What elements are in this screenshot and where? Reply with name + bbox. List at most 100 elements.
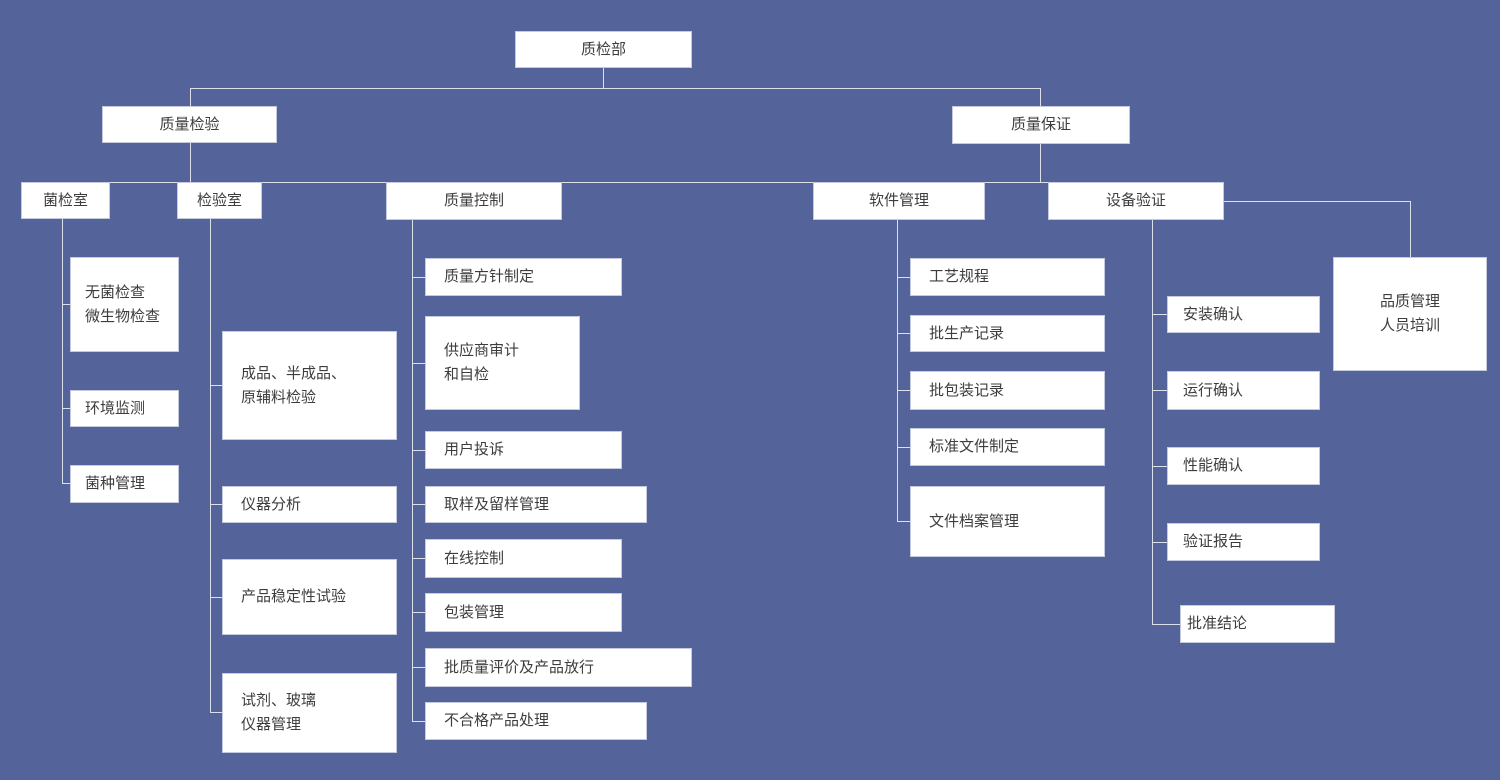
connector-stub <box>412 363 425 364</box>
node-label: 标准文件制定 <box>929 438 1020 455</box>
connector-stub <box>1152 390 1167 391</box>
connector-stub <box>897 390 910 391</box>
node-supplier-audit-self-check: 供应商审计 和自检 <box>425 316 580 410</box>
node-product-stability-test: 产品稳定性试验 <box>222 559 397 635</box>
node-label: 品质管理 人员培训 <box>1379 293 1440 334</box>
connector-stub <box>897 333 910 334</box>
connector-stub <box>412 558 425 559</box>
connector-stub <box>897 521 910 522</box>
node-finished-semi-raw-inspection: 成品、半成品、 原辅料检验 <box>222 331 397 440</box>
connector-stub <box>210 597 222 598</box>
connector-software-spine <box>897 220 898 521</box>
node-label: 批包装记录 <box>929 381 1005 399</box>
connector-training-drop <box>1410 201 1411 257</box>
node-label: 菌种管理 <box>85 475 146 492</box>
node-operation-qualification: 运行确认 <box>1167 371 1320 410</box>
connector-stub <box>412 612 425 613</box>
connector-bacteria-spine <box>62 219 63 484</box>
connector-stub <box>210 712 222 713</box>
connector-quality-testing-down <box>190 143 191 182</box>
node-label: 供应商审计 和自检 <box>444 342 520 383</box>
connector-stub <box>412 504 425 505</box>
node-customer-complaints: 用户投诉 <box>425 431 622 469</box>
node-batch-packaging-records: 批包装记录 <box>910 371 1105 410</box>
connector-stub <box>1152 466 1167 467</box>
node-label: 运行确认 <box>1183 381 1244 399</box>
node-equipment-validation: 设备验证 <box>1048 182 1224 220</box>
node-label: 软件管理 <box>868 192 929 209</box>
node-inspection-room: 检验室 <box>177 182 262 219</box>
node-quality-staff-training: 品质管理 人员培训 <box>1333 257 1487 371</box>
connector-drop-quality-assurance <box>1040 88 1041 106</box>
node-strain-management: 菌种管理 <box>70 465 179 503</box>
node-quality-testing: 质量检验 <box>102 106 277 143</box>
node-label: 在线控制 <box>444 549 505 567</box>
node-label: 用户投诉 <box>444 441 505 458</box>
connector-inspection-spine <box>210 219 211 712</box>
node-quality-inspection-dept: 质检部 <box>515 31 692 68</box>
connector-stub <box>210 504 222 505</box>
connector-equipment-right <box>1224 201 1410 202</box>
node-environment-monitoring: 环境监测 <box>70 390 179 427</box>
connector-quality-assurance-down <box>1040 144 1041 182</box>
node-label: 文件档案管理 <box>929 512 1020 530</box>
node-label: 产品稳定性试验 <box>241 588 347 605</box>
node-label: 批生产记录 <box>929 324 1005 342</box>
node-label: 菌检室 <box>42 191 88 209</box>
node-label: 批准结论 <box>1187 615 1248 632</box>
node-standard-document-creation: 标准文件制定 <box>910 428 1105 466</box>
node-batch-evaluation-release: 批质量评价及产品放行 <box>425 648 692 687</box>
node-label: 性能确认 <box>1183 457 1244 474</box>
node-label: 取样及留样管理 <box>444 495 550 513</box>
node-sampling-retention-management: 取样及留样管理 <box>425 486 647 523</box>
node-validation-report: 验证报告 <box>1167 523 1320 561</box>
node-instrument-analysis: 仪器分析 <box>222 486 397 523</box>
node-label: 质量检验 <box>159 115 220 133</box>
node-sterile-microbe-check: 无菌检查 微生物检查 <box>70 257 179 352</box>
connector-stub <box>1152 542 1167 543</box>
node-performance-qualification: 性能确认 <box>1167 447 1320 485</box>
node-label: 工艺规程 <box>929 268 990 285</box>
node-label: 包装管理 <box>444 603 505 621</box>
node-quality-policy: 质量方针制定 <box>425 258 622 296</box>
connector-stub <box>62 304 70 305</box>
node-process-regulations: 工艺规程 <box>910 258 1105 296</box>
node-installation-qualification: 安装确认 <box>1167 296 1320 333</box>
node-packaging-management: 包装管理 <box>425 593 622 632</box>
connector-stub <box>62 408 70 409</box>
node-label: 不合格产品处理 <box>444 712 550 729</box>
connector-level3-bus <box>21 182 1224 183</box>
node-label: 安装确认 <box>1183 305 1244 323</box>
connector-root-drop <box>603 68 604 88</box>
node-label: 检验室 <box>196 191 242 209</box>
node-label: 环境监测 <box>85 399 146 417</box>
node-label: 设备验证 <box>1105 192 1166 209</box>
connector-stub <box>412 450 425 451</box>
node-batch-production-records: 批生产记录 <box>910 315 1105 352</box>
node-label: 质量方针制定 <box>444 268 535 285</box>
connector-stub <box>897 447 910 448</box>
node-approval-conclusion: 批准结论 <box>1180 605 1335 643</box>
node-nonconforming-product-handling: 不合格产品处理 <box>425 702 647 740</box>
connector-stub <box>1152 314 1167 315</box>
node-reagent-glassware-management: 试剂、玻璃 仪器管理 <box>222 673 397 753</box>
node-document-archive-management: 文件档案管理 <box>910 486 1105 557</box>
node-label: 质检部 <box>580 40 626 58</box>
node-label: 试剂、玻璃 仪器管理 <box>241 692 317 733</box>
connector-quality-control-spine <box>412 220 413 721</box>
connector-stub <box>412 721 425 722</box>
node-label: 成品、半成品、 原辅料检验 <box>241 364 347 406</box>
connector-stub <box>210 385 222 386</box>
connector-stub <box>1152 624 1180 625</box>
node-label: 无菌检查 微生物检查 <box>85 283 161 325</box>
node-quality-control: 质量控制 <box>386 182 562 220</box>
connector-stub <box>412 277 425 278</box>
connector-stub <box>412 667 425 668</box>
node-software-management: 软件管理 <box>813 182 985 220</box>
connector-stub <box>897 277 910 278</box>
connector-level2-bus <box>190 88 1041 89</box>
node-label: 批质量评价及产品放行 <box>444 658 595 676</box>
node-label: 仪器分析 <box>241 495 302 513</box>
node-quality-assurance: 质量保证 <box>952 106 1130 144</box>
